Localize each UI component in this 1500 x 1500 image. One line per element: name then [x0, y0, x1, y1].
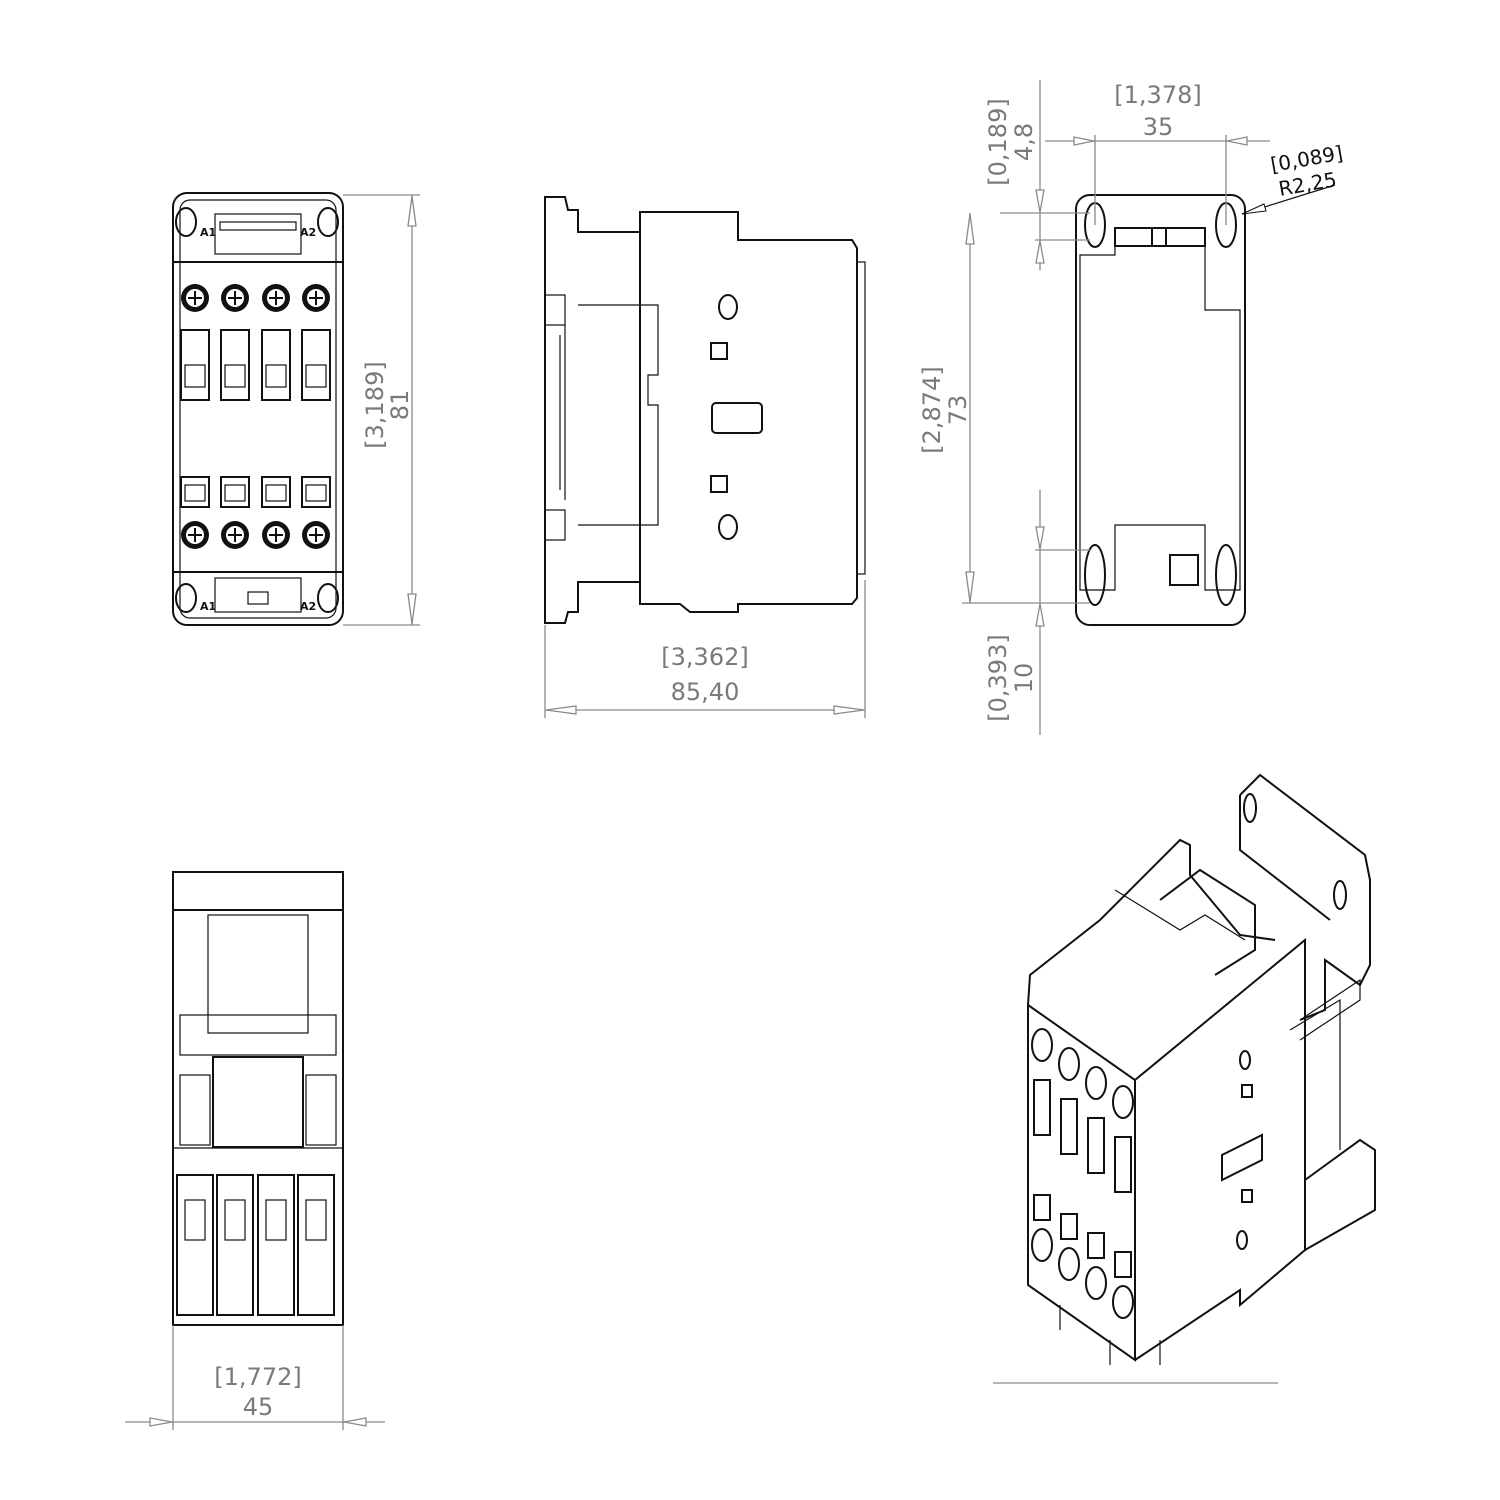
iso-terminal-slot	[1033, 1194, 1051, 1221]
terminal-slot-inner	[184, 484, 206, 502]
bottom-terminal	[297, 1174, 335, 1316]
bottom-terminal	[216, 1174, 254, 1316]
terminal-screw-icon	[262, 521, 290, 549]
isometric-view	[1027, 773, 1376, 1365]
iso-terminal-slot	[1033, 1079, 1051, 1136]
terminal-label-a1-top: A1	[200, 226, 216, 239]
terminal-screw-icon	[262, 284, 290, 312]
bottom-terminal-inner	[224, 1199, 246, 1241]
iso-terminal-hole	[1085, 1066, 1107, 1100]
terminal-slot-inner	[305, 364, 327, 388]
bottom-offset-inches: [0,393]	[984, 634, 1012, 721]
iso-terminal-hole	[1085, 1266, 1107, 1300]
vertical-spacing-mm: 73	[944, 395, 972, 426]
iso-terminal-slot	[1060, 1098, 1078, 1155]
iso-terminal-hole	[1112, 1285, 1134, 1319]
vertical-spacing-inches: [2,874]	[918, 366, 946, 453]
terminal-slot	[301, 476, 331, 508]
iso-terminal-slot	[1114, 1136, 1132, 1193]
terminal-slot	[261, 329, 291, 401]
bottom-view	[172, 871, 344, 1326]
terminal-screw-icon	[302, 521, 330, 549]
iso-terminal-hole	[1112, 1085, 1134, 1119]
iso-terminal-hole	[1058, 1047, 1080, 1081]
bottom-terminal-inner	[265, 1199, 287, 1241]
width-inches: [1,772]	[214, 1363, 301, 1391]
front-view: A1 A2 A1 A2	[172, 192, 344, 626]
depth-mm: 85,40	[671, 678, 740, 706]
terminal-slot	[301, 329, 331, 401]
iso-terminal-hole	[1031, 1028, 1053, 1062]
terminal-slot-inner	[184, 364, 206, 388]
terminal-screw-icon	[221, 521, 249, 549]
depth-dimension: [3,362] 85,40	[544, 580, 866, 718]
terminal-slot-inner	[305, 484, 327, 502]
bottom-terminal-inner	[184, 1199, 206, 1241]
terminal-slot	[220, 329, 250, 401]
side-view	[544, 196, 866, 624]
bottom-terminal	[257, 1174, 295, 1316]
iso-terminal-hole	[1031, 1228, 1053, 1262]
hole-spacing-mm: 35	[1143, 113, 1174, 141]
height-inches: [3,189]	[361, 361, 389, 448]
terminal-slot	[180, 329, 210, 401]
terminal-slot-inner	[265, 484, 287, 502]
back-dimensions: [1,378] 35 [0,089] R2,25 [0,189] 4,8 [2,…	[918, 80, 1345, 735]
bottom-terminal	[176, 1174, 214, 1316]
iso-terminal-slot	[1087, 1117, 1105, 1174]
height-mm: 81	[386, 390, 414, 421]
top-offset-inches: [0,189]	[984, 98, 1012, 185]
iso-terminal-slot	[1087, 1232, 1105, 1259]
width-dimension: [1,772] 45	[125, 1325, 385, 1430]
width-mm: 45	[243, 1393, 274, 1421]
depth-inches: [3,362]	[661, 643, 748, 671]
terminal-screw-icon	[181, 521, 209, 549]
terminal-label-a2-bottom: A2	[300, 600, 316, 613]
back-view	[1075, 194, 1246, 626]
height-dimension: [3,189] 81	[343, 194, 420, 626]
hole-spacing-inches: [1,378]	[1114, 81, 1201, 109]
bottom-offset-mm: 10	[1010, 663, 1038, 694]
terminal-slot-inner	[224, 364, 246, 388]
terminal-slot	[220, 476, 250, 508]
terminal-slot-inner	[224, 484, 246, 502]
terminal-label-a1-bottom: A1	[200, 600, 216, 613]
terminal-slot-inner	[265, 364, 287, 388]
iso-terminal-slot	[1114, 1251, 1132, 1278]
top-offset-mm: 4,8	[1010, 123, 1038, 161]
bottom-terminal-inner	[305, 1199, 327, 1241]
iso-terminal-slot	[1060, 1213, 1078, 1240]
terminal-screw-icon	[302, 284, 330, 312]
terminal-slot	[180, 476, 210, 508]
terminal-label-a2-top: A2	[300, 226, 316, 239]
iso-terminal-hole	[1058, 1247, 1080, 1281]
terminal-screw-icon	[181, 284, 209, 312]
terminal-slot	[261, 476, 291, 508]
terminal-screw-icon	[221, 284, 249, 312]
